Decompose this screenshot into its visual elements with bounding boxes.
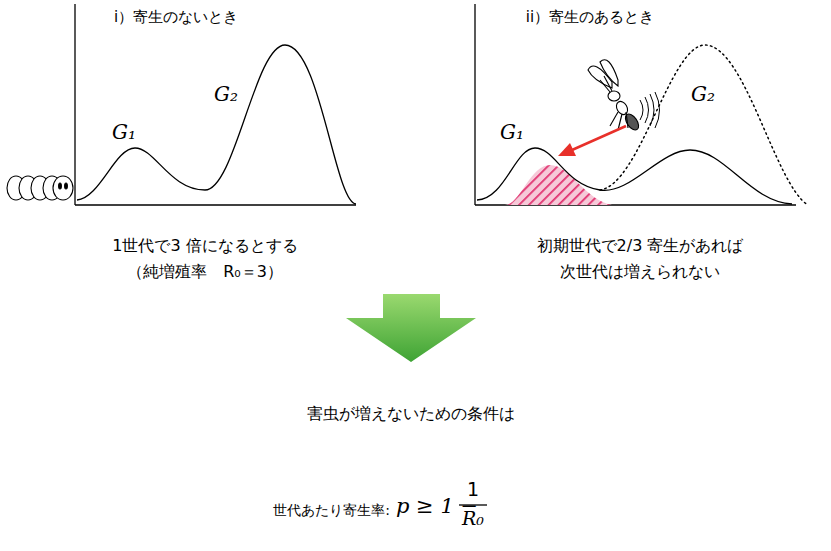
axes-left [75, 4, 356, 205]
generation-label: G₁ [112, 120, 136, 144]
formula-label: 世代あたり寄生率: [273, 502, 390, 519]
fraction-numerator: 1 [467, 478, 479, 501]
panel-title: i）寄生のないとき [114, 8, 238, 26]
parasitized-area [505, 165, 612, 205]
note-text: 次世代は増えられない [560, 262, 720, 281]
condition-text: 害虫が増えないための条件は [307, 404, 515, 423]
caterpillar-icon [7, 176, 73, 200]
panel-title: ii）寄生のあるとき [526, 8, 654, 26]
parasitized-curve [477, 148, 792, 204]
wing-sound [640, 92, 660, 128]
note-text: 初期世代で2/3 寄生があれば [537, 236, 744, 255]
generation-label: G₂ [214, 82, 238, 106]
generation-label: G₁ [500, 120, 524, 144]
generation-label: G₂ [691, 82, 715, 106]
axes-right [475, 4, 796, 205]
population-curve [77, 45, 356, 204]
block-arrow [346, 294, 476, 362]
attack-arrow [558, 126, 626, 156]
note-text: （純増殖率 R₀＝3） [127, 262, 283, 281]
wasp-icon [588, 60, 641, 132]
fraction-denominator: R₀ [462, 507, 484, 530]
note-text: 1世代で3 倍になるとする [112, 236, 297, 255]
